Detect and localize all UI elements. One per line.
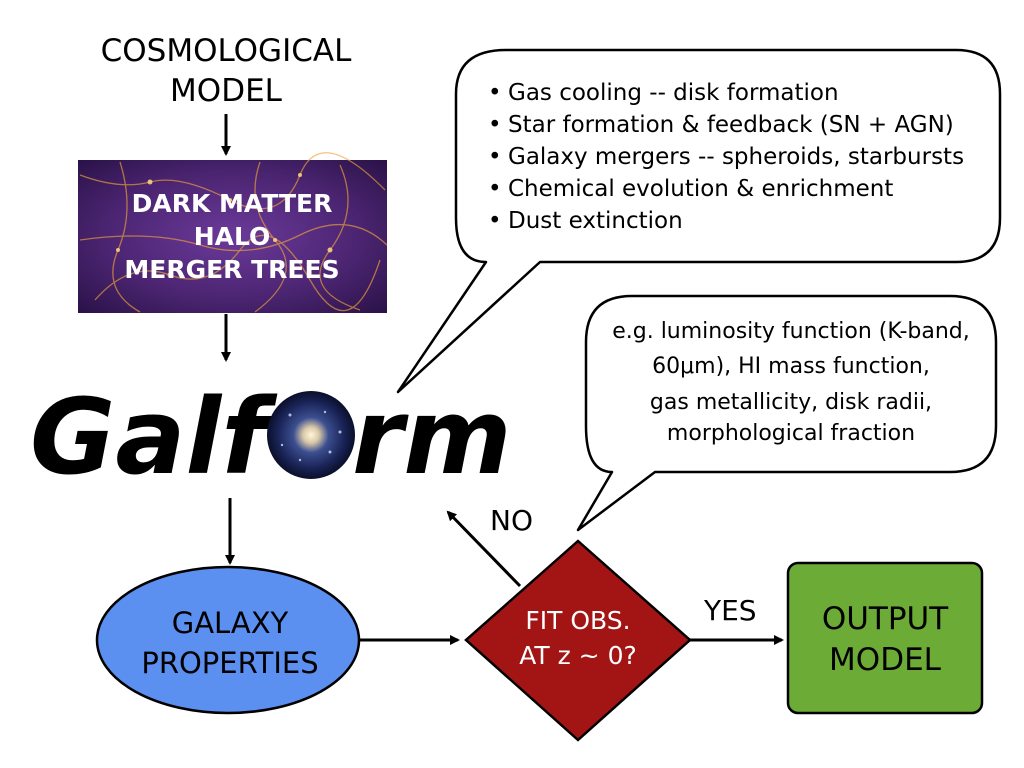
galaxy-o-icon	[267, 391, 355, 479]
dark-matter-box: DARK MATTER HALO MERGER TREES	[78, 152, 388, 313]
output-line2: MODEL	[829, 642, 942, 678]
physics-item: Galaxy mergers -- spheroids, starbursts	[508, 144, 964, 170]
obs-line: morphological fraction	[667, 421, 915, 446]
dm-line1: DARK MATTER	[132, 189, 333, 218]
logo-right-text: rm	[352, 376, 512, 498]
logo-left-text: Galf	[30, 376, 278, 498]
arrow-no	[446, 510, 522, 588]
galaxy-properties-node: GALAXY PROPERTIES	[95, 565, 361, 715]
cosmological-model-line2: MODEL	[170, 73, 283, 109]
observations-bubble	[576, 294, 998, 532]
physics-bullet: •	[488, 176, 502, 202]
decision-line1: FIT OBS.	[525, 606, 630, 635]
output-model-node: OUTPUT MODEL	[786, 561, 984, 715]
physics-bullet: •	[488, 144, 502, 170]
galaxy-o-stars	[280, 410, 342, 462]
physics-bullet: •	[488, 80, 502, 106]
obs-line: gas metallicity, disk radii,	[650, 390, 932, 415]
physics-item: Chemical evolution & enrichment	[508, 176, 893, 202]
observations-text: e.g. luminosity function (K-band, 60μm),…	[612, 319, 970, 446]
physics-list: • Gas cooling -- disk formation • Star f…	[488, 80, 964, 234]
galaxy-properties-line2: PROPERTIES	[141, 646, 318, 680]
physics-bubble	[396, 48, 1002, 394]
dm-line2: HALO	[194, 222, 271, 251]
cosmological-model-line1: COSMOLOGICAL	[101, 33, 352, 69]
galaxy-properties-line1: GALAXY	[172, 606, 289, 640]
obs-line: e.g. luminosity function (K-band,	[612, 319, 970, 344]
physics-item: Gas cooling -- disk formation	[508, 80, 839, 106]
decision-line2: AT z ~ 0?	[519, 641, 637, 670]
galform-logo: Galf rm	[30, 376, 512, 498]
physics-bullet: •	[488, 208, 502, 234]
yes-label: YES	[703, 594, 757, 627]
decision-node: FIT OBS. AT z ~ 0?	[464, 539, 692, 742]
obs-line: 60μm), HI mass function,	[652, 354, 930, 379]
physics-item: Dust extinction	[508, 208, 683, 234]
dm-line3: MERGER TREES	[124, 255, 339, 284]
no-label: NO	[490, 504, 533, 537]
physics-bullet: •	[488, 112, 502, 138]
output-line1: OUTPUT	[822, 601, 949, 637]
physics-item: Star formation & feedback (SN + AGN)	[508, 112, 954, 138]
